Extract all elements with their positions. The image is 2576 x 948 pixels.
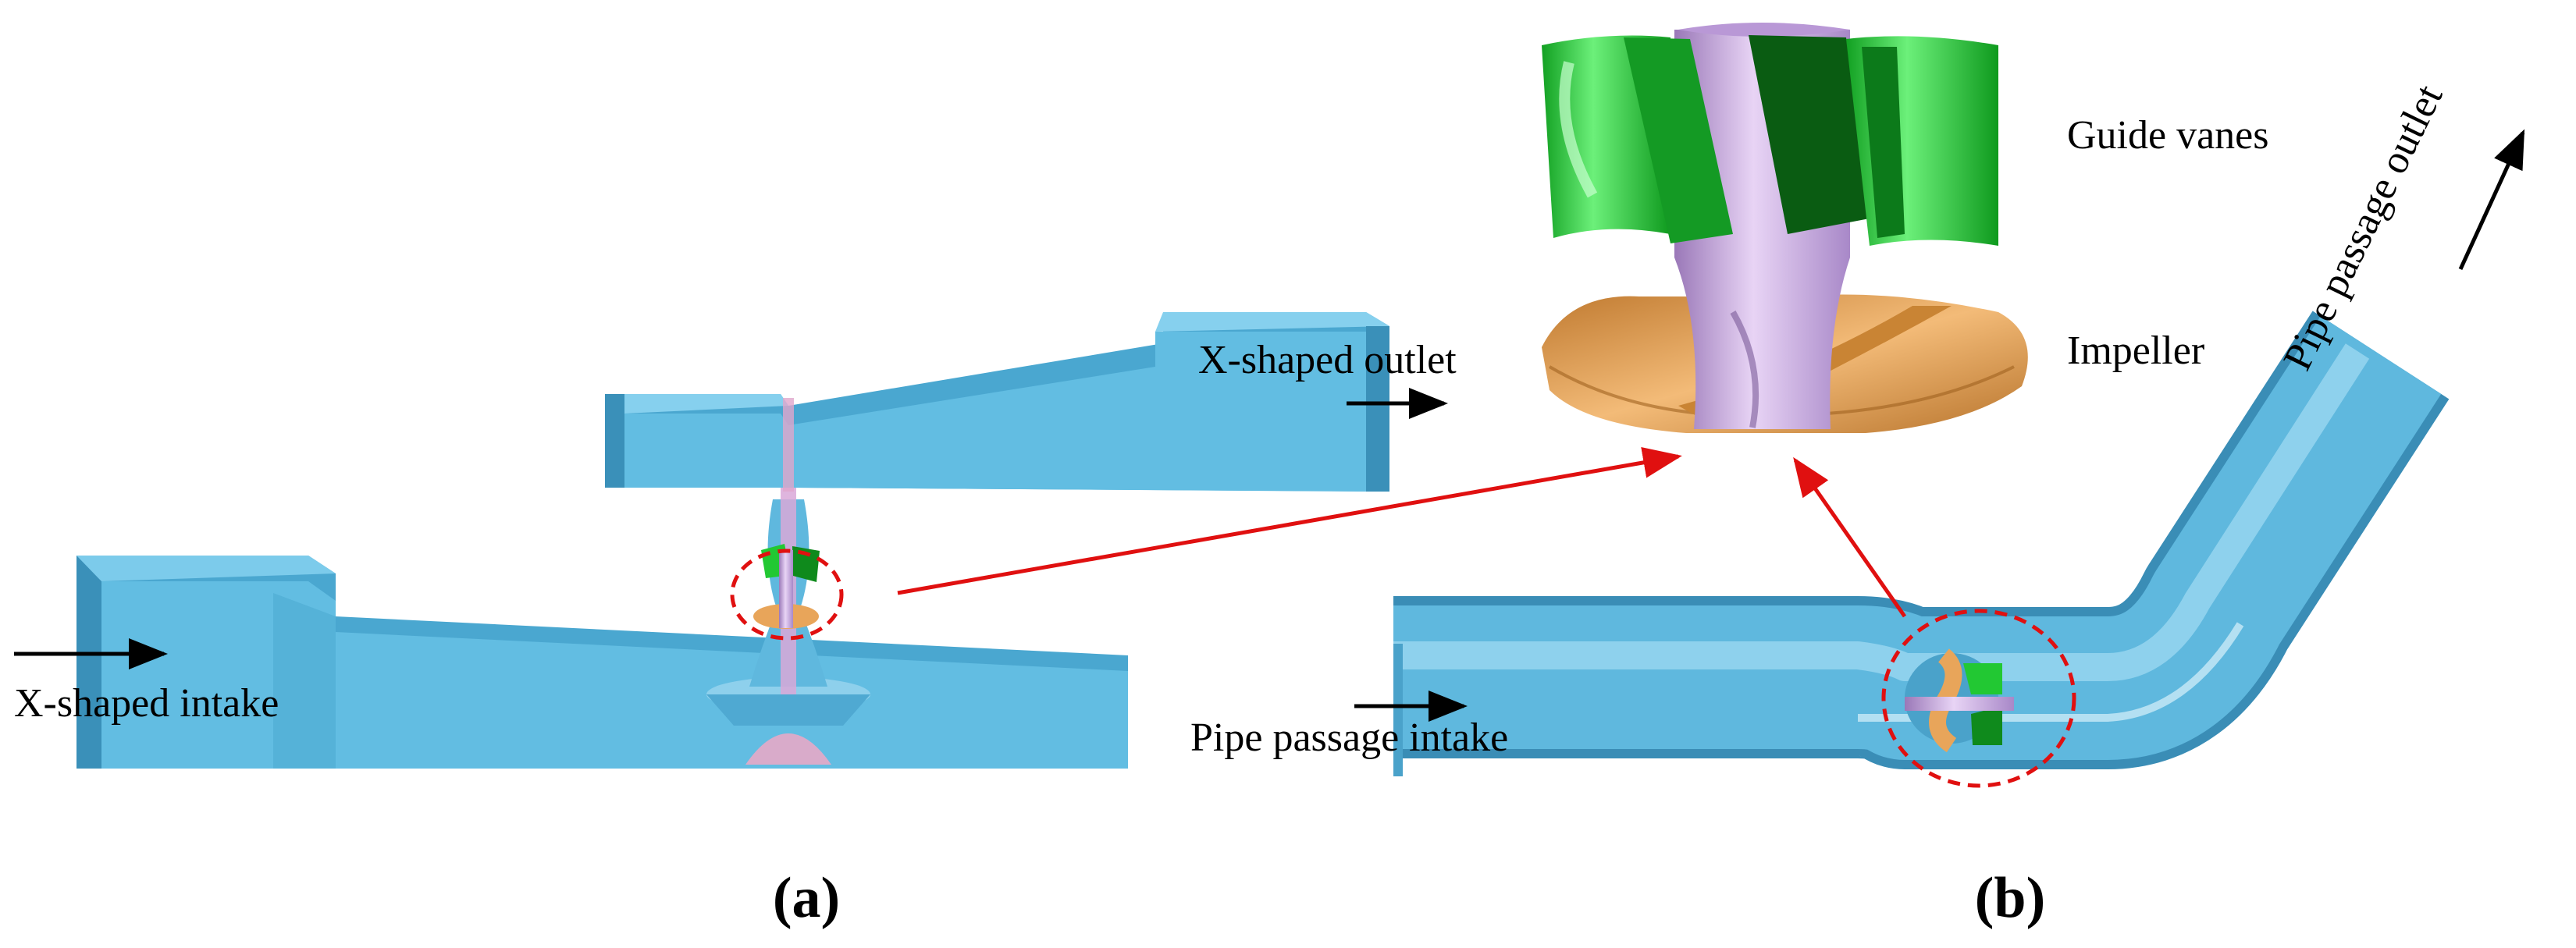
label-guide-vanes: Guide vanes — [2067, 113, 2268, 158]
label-impeller: Impeller — [2067, 328, 2204, 373]
pipe-passage-impeller-section — [1905, 648, 2014, 753]
pipe-passage-tube — [1393, 311, 2450, 776]
label-pipe-passage-intake: Pipe passage intake — [1190, 715, 1508, 760]
connector-arrow-b — [1793, 456, 1907, 618]
x-shaped-outlet-block — [605, 312, 1389, 492]
x-shaped-impeller-callout — [730, 549, 844, 641]
caption-a: (a) — [773, 866, 840, 930]
pipe-passage-impeller-callout — [1881, 609, 2076, 788]
impeller-guide-vane-detail — [1542, 23, 2028, 433]
connector-arrow-a — [897, 447, 1682, 595]
caption-b: (b) — [1975, 866, 2045, 930]
label-pipe-passage-outlet: Pipe passage outlet — [2275, 78, 2452, 378]
label-x-shaped-outlet: X-shaped outlet — [1198, 338, 1457, 382]
x-shaped-intake-block — [76, 556, 1128, 769]
pipe-passage-pump-model — [1354, 129, 2525, 788]
pipe-passage-outlet-arrow — [2458, 129, 2525, 271]
label-x-shaped-intake: X-shaped intake — [14, 681, 279, 726]
x-shaped-pump-model — [14, 312, 1448, 769]
guide-vanes-detail — [1542, 35, 1998, 247]
